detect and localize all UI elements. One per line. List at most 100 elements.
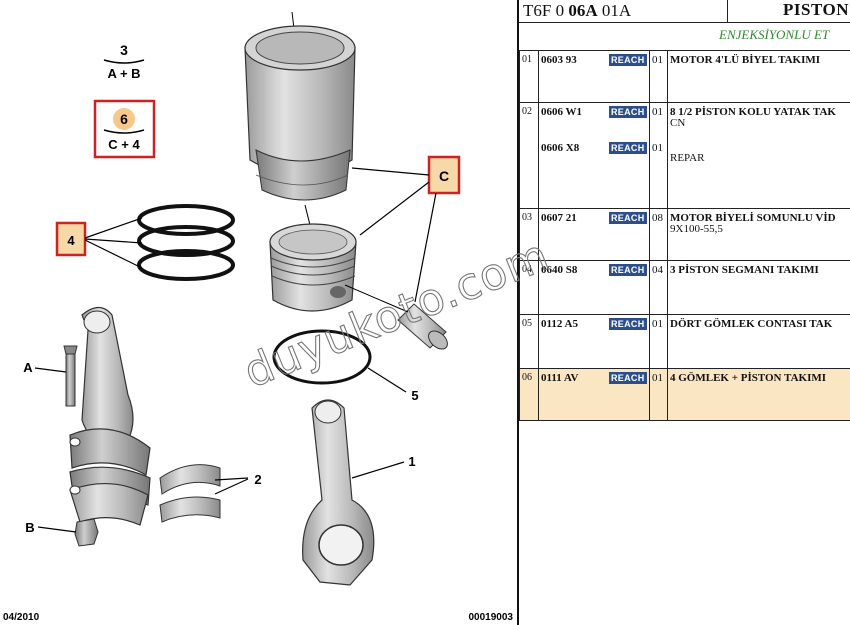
part-description-detail: 9X100-55,5 <box>670 223 723 235</box>
part-quantity: 01 <box>652 372 663 384</box>
part-reference[interactable]: 0606 X8 <box>541 142 580 154</box>
desc-subline: CN <box>668 117 850 131</box>
ref-line: 0606 X8 REACH <box>539 139 649 157</box>
connecting-rod-assembled: 1 <box>302 399 416 586</box>
reference-cell: 0640 S8 REACH <box>538 260 650 315</box>
part-reference[interactable]: 0111 AV <box>541 372 579 384</box>
reference-cell: 0111 AV REACH <box>538 368 650 421</box>
callout-c[interactable]: C <box>351 155 461 303</box>
description-cell: DÖRT GÖMLEK CONTASI TAK <box>667 314 850 369</box>
formula-a-plus-b: 3 A + B <box>103 42 145 81</box>
callout-c-label: C <box>439 168 449 184</box>
quantity-cell: 01 <box>649 50 668 103</box>
part-description: MOTOR 4'LÜ BİYEL TAKIMI <box>670 54 821 66</box>
ref-line: 0112 A5 REACH <box>539 315 649 333</box>
quantity-cell: 01 <box>649 368 668 421</box>
reach-badge: REACH <box>609 372 647 384</box>
reach-badge: REACH <box>609 264 647 276</box>
diagram-ref-number: 00019003 <box>469 612 514 623</box>
desc-line: REPAR <box>668 149 850 167</box>
part-reference[interactable]: 0112 A5 <box>541 318 578 330</box>
item-number: 05 <box>519 314 539 369</box>
part-description: REPAR <box>670 152 705 164</box>
formula1-top: 3 <box>120 42 128 58</box>
part-description-detail: CN <box>670 117 686 129</box>
part-reference[interactable]: 0603 93 <box>541 54 577 66</box>
formula2-top: 6 <box>120 111 128 127</box>
description-cell: 3 PİSTON SEGMANI TAKIMI <box>667 260 850 315</box>
part-reference[interactable]: 0606 W1 <box>541 106 583 118</box>
connecting-rod-exploded: A B <box>23 306 151 547</box>
part-reference[interactable]: 0607 21 <box>541 212 577 224</box>
desc-line: DÖRT GÖMLEK CONTASI TAK <box>668 315 850 333</box>
ref-line: 0603 93 REACH <box>539 51 649 69</box>
part-reference[interactable]: 0640 S8 <box>541 264 578 276</box>
ref-line: 0606 W1 REACH <box>539 103 649 121</box>
item-number: 04 <box>519 260 539 315</box>
formula-c-plus-4[interactable]: 6 C + 4 <box>93 99 156 159</box>
callout-4[interactable]: 4 <box>55 217 143 269</box>
desc-line: 4 GÖMLEK + PİSTON TAKIMI <box>668 369 850 387</box>
piston-rings <box>137 204 235 281</box>
reference-cell: 0112 A5 REACH <box>538 314 650 369</box>
reach-badge: REACH <box>609 212 647 224</box>
reach-badge: REACH <box>609 142 647 154</box>
qty-line: 04 <box>650 261 667 279</box>
qty-line: 01 <box>650 315 667 333</box>
piston-pin <box>344 284 448 350</box>
engine-type-label: ENJEKSİYONLU ET <box>719 27 830 42</box>
quantity-cell: 01 <box>649 314 668 369</box>
engine-type-row: ENJEKSİYONLU ET <box>519 22 850 51</box>
piston <box>269 204 357 312</box>
quantity-cell: 04 <box>649 260 668 315</box>
desc-line: MOTOR 4'LÜ BİYEL TAKIMI <box>668 51 850 69</box>
description-cell: MOTOR 4'LÜ BİYEL TAKIMI <box>667 50 850 103</box>
callout-5-label: 5 <box>411 388 418 403</box>
reach-badge: REACH <box>609 106 647 118</box>
callout-4-label: 4 <box>67 233 75 248</box>
bearing-shells: 2 <box>159 464 262 523</box>
callout-a-label: A <box>23 360 33 375</box>
section-title: PISTON <box>783 0 849 19</box>
callout-1-label: 1 <box>408 454 415 469</box>
description-cell: 4 GÖMLEK + PİSTON TAKIMI <box>667 368 850 421</box>
model-code-suffix: 01A <box>597 1 632 20</box>
part-description: DÖRT GÖMLEK CONTASI TAK <box>670 318 833 330</box>
item-number: 06 <box>519 368 539 421</box>
exploded-diagram: 3 A + B 6 C + 4 C <box>3 11 514 623</box>
model-code-bold: 06A <box>568 1 598 20</box>
part-quantity: 08 <box>652 212 663 224</box>
reference-cell: 0603 93 REACH <box>538 50 650 103</box>
desc-subline: 9X100-55,5 <box>668 223 850 237</box>
reach-badge: REACH <box>609 54 647 66</box>
item-number: 01 <box>519 50 539 103</box>
part-description: 3 PİSTON SEGMANI TAKIMI <box>670 264 819 276</box>
desc-line: MOTOR BİYELİ SOMUNLU VİD <box>668 209 850 227</box>
item-number: 03 <box>519 208 539 261</box>
formula2-bottom: C + 4 <box>108 137 140 152</box>
liner-seal: 5 <box>272 329 419 403</box>
header-separator <box>727 0 728 22</box>
part-description: 4 GÖMLEK + PİSTON TAKIMI <box>670 372 827 384</box>
ref-line: 0111 AV REACH <box>539 369 649 387</box>
reference-cell: 0606 W1 REACH 0606 X8 REACH <box>538 102 650 209</box>
ref-line: 0640 S8 REACH <box>539 261 649 279</box>
qty-line: 01 <box>650 103 667 121</box>
panel-header: T6F 0 06A 01A PISTON <box>519 0 850 23</box>
panel-divider <box>517 0 519 625</box>
reference-cell: 0607 21 REACH <box>538 208 650 261</box>
desc-line: 3 PİSTON SEGMANI TAKIMI <box>668 261 850 279</box>
reach-badge: REACH <box>609 318 647 330</box>
desc-line: 8 1/2 PİSTON KOLU YATAK TAK <box>668 103 850 121</box>
part-quantity: 01 <box>652 106 663 118</box>
ref-line: 0607 21 REACH <box>539 209 649 227</box>
